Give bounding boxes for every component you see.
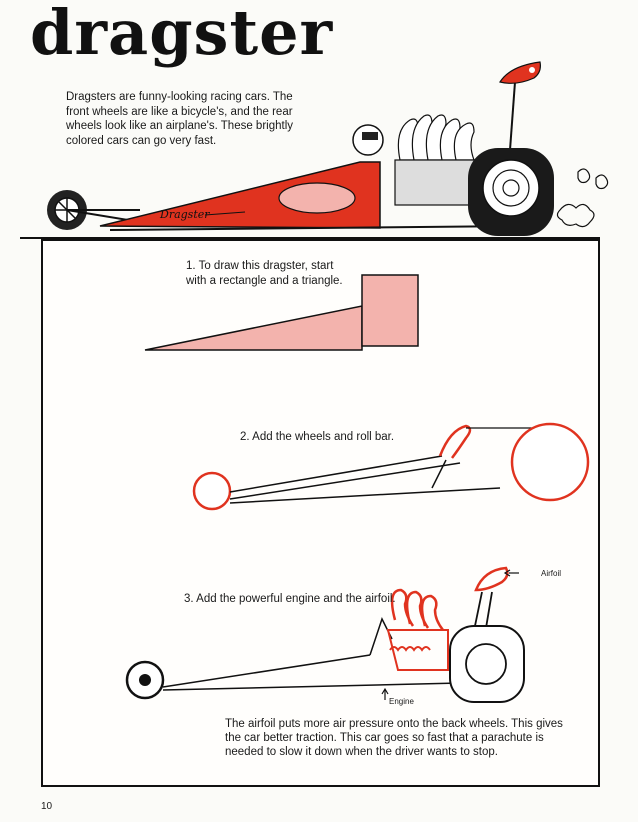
step-1-text: 1. To draw this dragster, start with a r…: [186, 260, 343, 287]
car-decal: Dragster: [159, 208, 210, 221]
footer-paragraph: The airfoil puts more air pressure onto …: [225, 718, 563, 758]
airfoil-label: Airfoil: [541, 569, 562, 578]
step-2-text: 2. Add the wheels and roll bar.: [240, 431, 395, 443]
page-title: dragster: [30, 0, 334, 69]
step-3-text: 3. Add the powerful engine and the airfo…: [184, 593, 396, 605]
engine-label: Engine: [389, 697, 414, 706]
airfoil-icon: [499, 61, 541, 84]
rear-wheel-icon: [468, 148, 554, 236]
engine-icon: [397, 114, 475, 161]
instruction-panel: [41, 239, 600, 787]
intro-paragraph: Dragsters are funny-looking racing cars.…: [66, 91, 293, 147]
dragster-illustration: Dragster: [20, 61, 609, 239]
page-number: 10: [41, 801, 53, 812]
